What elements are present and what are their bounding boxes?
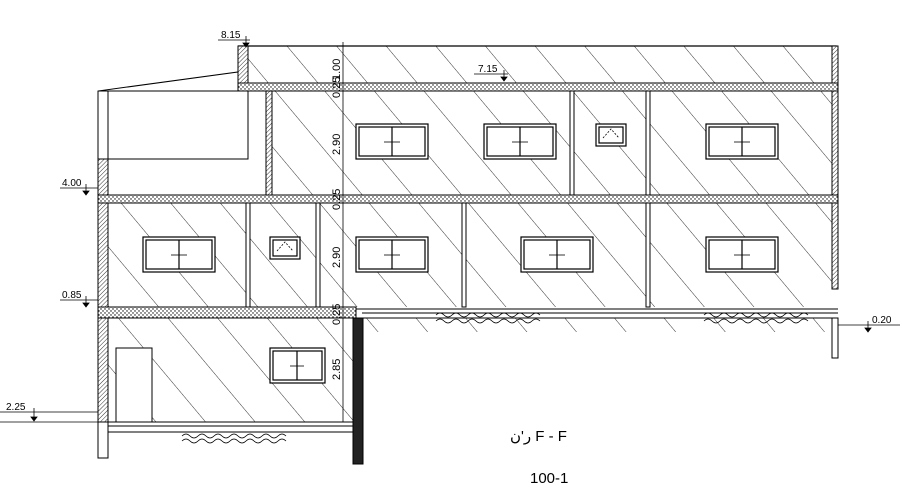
roof-slab <box>237 82 839 92</box>
section-title: ﺭ'ﻥ F - F <box>510 428 567 445</box>
level-roof: 7.15 <box>478 64 498 75</box>
window <box>705 123 779 160</box>
level-second-floor: 4.00 <box>62 178 82 189</box>
door <box>115 347 153 423</box>
window <box>355 123 429 160</box>
section-scale: 100-1 <box>530 470 568 487</box>
dimension-chain <box>339 42 347 423</box>
window <box>520 236 594 273</box>
window <box>355 236 429 273</box>
adjacent-building <box>97 71 249 196</box>
dim-parapet: 1.00 <box>331 59 343 80</box>
level-top-parapet: 8.15 <box>221 30 241 41</box>
dim-slab-low: 0.25 <box>331 304 343 325</box>
dim-upper-story: 2.90 <box>331 134 343 155</box>
small-window <box>595 123 627 147</box>
level-right-ground: 0.20 <box>872 315 892 326</box>
level-markers <box>0 36 900 423</box>
floor-slabs <box>97 82 839 319</box>
dimension-labels: 1.00 0.25 2.90 0.25 2.90 0.25 2.85 <box>331 59 343 380</box>
walls <box>97 90 839 465</box>
dim-slab-roof: 0.25 <box>331 77 343 98</box>
level-first-floor: 0.85 <box>62 290 82 301</box>
level-labels: 8.15 7.15 4.00 0.85 0.20 2.25 <box>6 30 892 413</box>
small-window <box>269 236 301 260</box>
window <box>705 236 779 273</box>
dim-middle-story: 2.90 <box>331 247 343 268</box>
mid-slab <box>97 194 839 204</box>
windows <box>115 123 779 423</box>
window <box>142 236 216 273</box>
level-basement: 2.25 <box>6 402 26 413</box>
dim-basement-story: 2.85 <box>331 359 343 380</box>
low-slab <box>97 306 357 319</box>
basement-floor <box>108 421 353 433</box>
dim-slab-mid: 0.25 <box>331 189 343 210</box>
window <box>483 123 557 160</box>
gravel-fill <box>181 312 809 444</box>
window <box>269 347 326 384</box>
